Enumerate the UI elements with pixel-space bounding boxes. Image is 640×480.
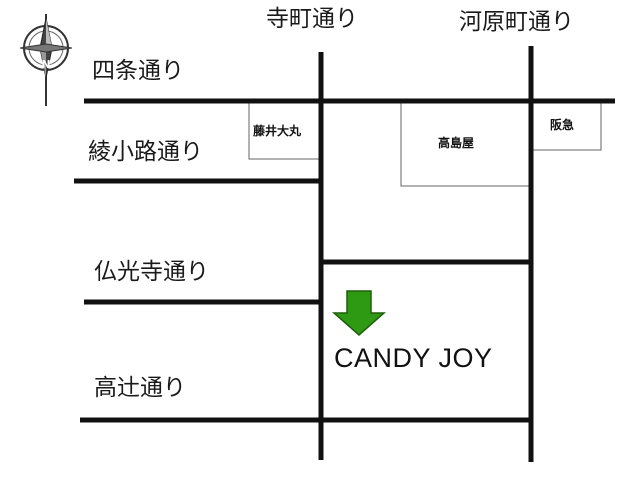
roads bbox=[74, 46, 615, 462]
street-label-teramachi: 寺町通り bbox=[266, 6, 358, 32]
building-label-fujii-daimaru: 藤井大丸 bbox=[253, 124, 302, 138]
building-label-takashimaya: 高島屋 bbox=[438, 136, 475, 150]
street-label-kawaramachi: 河原町通り bbox=[459, 9, 574, 35]
compass-north-letter: N bbox=[41, 58, 50, 71]
street-label-shijo: 四条通り bbox=[92, 58, 184, 84]
building-takashimaya-outline bbox=[400, 101, 531, 187]
shop-label: CANDY JOY bbox=[334, 343, 493, 373]
compass-rose-icon: N bbox=[19, 14, 73, 106]
street-label-takatsuji: 高辻通り bbox=[94, 375, 186, 401]
street-label-bukkoji: 仏光寺通り bbox=[94, 259, 209, 285]
building-label-hankyu: 阪急 bbox=[550, 118, 575, 132]
building-hankyu-outline bbox=[533, 101, 602, 151]
street-label-ayanokoji: 綾小路通り bbox=[88, 139, 203, 165]
destination-arrow-icon bbox=[332, 290, 386, 336]
